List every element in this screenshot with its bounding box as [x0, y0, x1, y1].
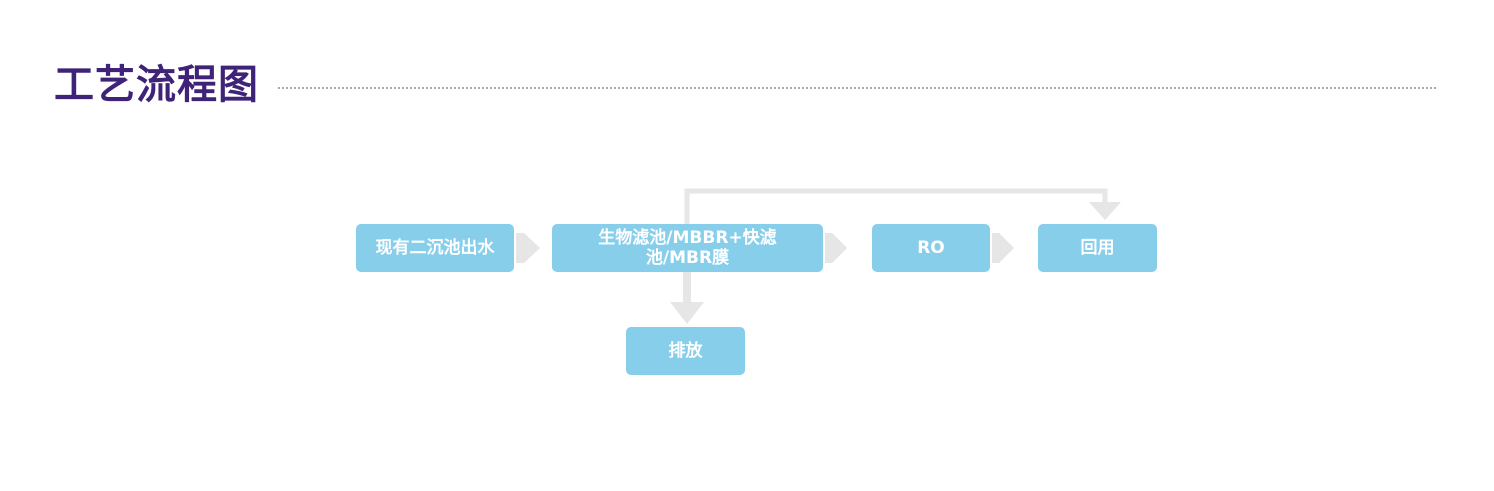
node-reuse-label: 回用 — [1080, 237, 1115, 258]
arrow-treatment-to-ro — [825, 233, 847, 263]
discharge-arrow-head — [670, 302, 704, 324]
node-discharge-label: 排放 — [668, 340, 703, 361]
node-reuse: 回用 — [1038, 224, 1157, 272]
node-treatment: 生物滤池/MBBR+快滤池/MBR膜 — [552, 224, 823, 272]
node-source-water-label: 现有二沉池出水 — [375, 237, 495, 258]
page-title: 工艺流程图 — [54, 62, 259, 108]
node-ro: RO — [872, 224, 990, 272]
discharge-connector-line — [683, 271, 691, 304]
node-treatment-label: 生物滤池/MBBR+快滤池/MBR膜 — [598, 228, 777, 268]
arrow-source-to-treatment — [516, 233, 540, 263]
arrow-ro-to-reuse — [992, 233, 1014, 263]
bypass-arrow-head — [1089, 202, 1121, 220]
node-discharge: 排放 — [626, 327, 745, 375]
node-ro-label: RO — [917, 237, 945, 258]
node-source-water: 现有二沉池出水 — [356, 224, 514, 272]
title-divider — [278, 87, 1436, 89]
bypass-connector-line — [684, 188, 1108, 224]
